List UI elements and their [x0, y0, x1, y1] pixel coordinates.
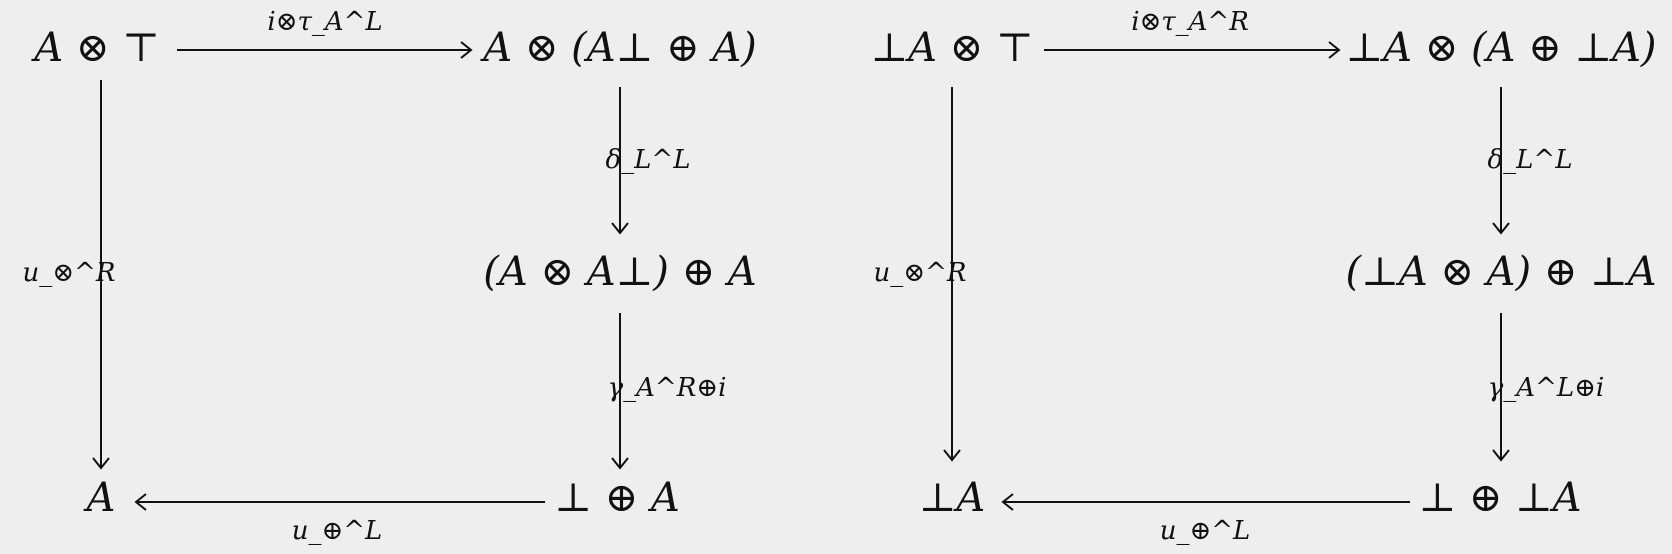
left-bottom-arrowhead [134, 493, 147, 511]
right-label-bottom: u_⊕^L [1159, 516, 1251, 546]
left-node-bottom-right: ⊥ ⊕ A [554, 475, 680, 521]
right-node-mid-right: (⊥A ⊗ A) ⊕ ⊥A [1345, 249, 1657, 295]
left-right-upper-arrowhead [611, 222, 629, 235]
left-label-bottom: u_⊕^L [291, 516, 383, 546]
left-left-arrowhead [92, 457, 110, 470]
right-right-upper-arrowhead [1492, 222, 1510, 235]
right-node-bottom-left: ⊥A [918, 475, 986, 521]
right-label-left: u_⊗^R [873, 258, 967, 288]
left-label-right-upper: δ_L^L [605, 145, 691, 175]
left-diagram-arrows [92, 41, 629, 511]
right-node-top-right: ⊥A ⊗ (A ⊕ ⊥A) [1345, 25, 1657, 71]
right-node-top-left: ⊥A ⊗ ⊤ [870, 25, 1034, 71]
left-node-top-right: A ⊗ (A⊥ ⊕ A) [483, 25, 757, 71]
left-label-left: u_⊗^R [22, 258, 116, 288]
right-label-right-upper: δ_L^L [1487, 145, 1573, 175]
left-top-arrowhead [460, 41, 473, 59]
left-label-right-lower: γ_A^R⊕i [607, 373, 727, 403]
right-label-top: i⊗τ_A^R [1131, 7, 1249, 37]
left-node-bottom-left: A [86, 475, 116, 521]
right-left-arrowhead [943, 449, 961, 462]
left-label-top: i⊗τ_A^L [267, 7, 383, 37]
left-node-top-left: A ⊗ ⊤ [34, 25, 160, 71]
right-bottom-arrowhead [1001, 493, 1014, 511]
right-node-bottom-right: ⊥ ⊕ ⊥A [1418, 475, 1582, 521]
right-right-lower-arrowhead [1492, 449, 1510, 462]
left-node-mid-right: (A ⊗ A⊥) ⊕ A [483, 249, 757, 295]
right-diagram-arrows [943, 41, 1510, 511]
right-label-right-lower: γ_A^L⊕i [1487, 373, 1605, 403]
left-right-lower-arrowhead [611, 457, 629, 470]
right-top-arrowhead [1328, 41, 1341, 59]
